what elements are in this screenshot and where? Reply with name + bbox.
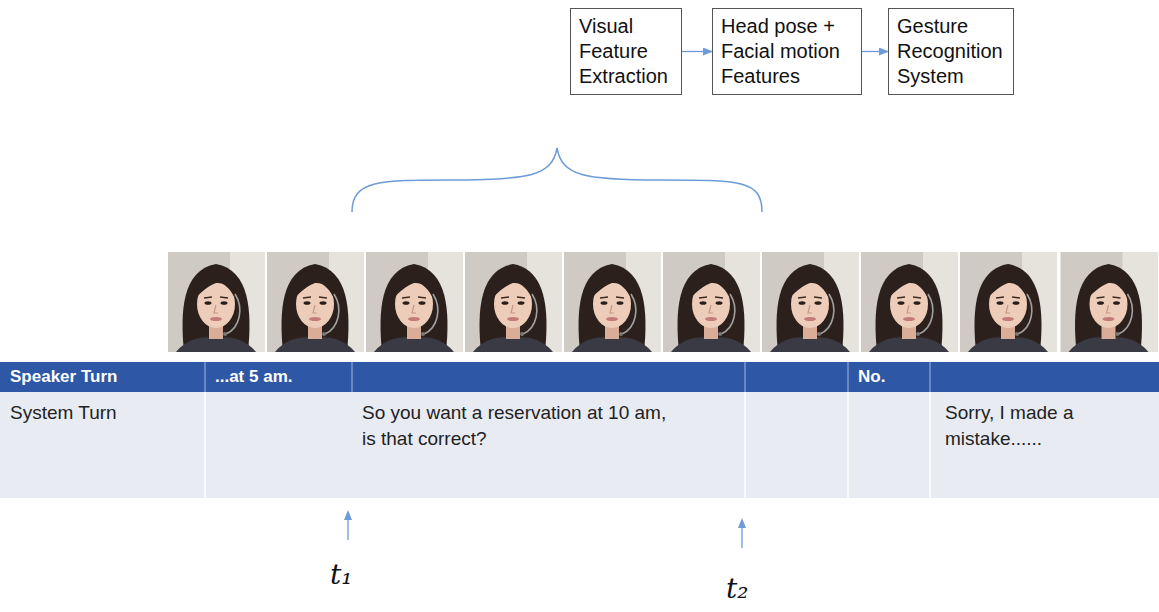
process-box: Head pose + Facial motion Features: [712, 8, 862, 95]
system-band: [0, 392, 1159, 498]
time-label: t₂: [726, 572, 786, 605]
speaker-band: [0, 362, 1159, 392]
time-label: t₁: [330, 558, 390, 591]
face-frames: [168, 252, 1158, 352]
system-utterance: Sorry, I made a mistake......: [945, 400, 1140, 452]
speaker-utterance: ...at 5 am.: [205, 362, 352, 392]
box-label: Gesture Recognition System: [897, 14, 1005, 89]
row-heading: System Turn: [10, 400, 200, 426]
box-label: Visual Feature Extraction: [579, 14, 673, 89]
flow-arrow: [682, 51, 712, 52]
system-utterance: So you want a reservation at 10 am, is t…: [362, 400, 667, 452]
speaker-utterance: No.: [848, 362, 930, 392]
process-box: Visual Feature Extraction: [570, 8, 682, 95]
process-box: Gesture Recognition System: [888, 8, 1014, 95]
row-heading: Speaker Turn: [0, 362, 205, 392]
row-dividers: [205, 392, 930, 498]
flow-arrow: [862, 51, 888, 52]
box-label: Head pose + Facial motion Features: [721, 14, 853, 89]
cell-dividers: [205, 362, 930, 392]
brace: [352, 148, 762, 212]
time-markers: [344, 510, 746, 548]
